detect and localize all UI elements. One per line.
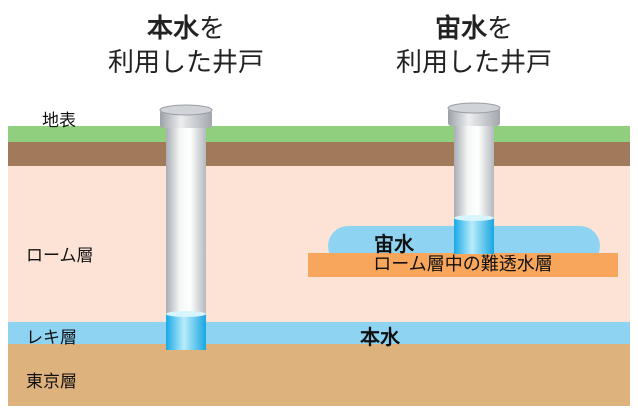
topsoil-layer	[8, 142, 630, 166]
title-line2: 利用した井戸	[107, 48, 264, 78]
well-water	[166, 314, 206, 350]
gravel-layer	[8, 322, 630, 344]
surface-label: 地表	[42, 111, 76, 131]
main-water-well	[159, 104, 213, 350]
well-water	[454, 218, 494, 254]
water-surface	[166, 311, 206, 317]
water-surface	[454, 215, 494, 221]
grass-layer	[8, 126, 630, 142]
well-cap-top	[159, 104, 213, 116]
aquitard-label: ローム層中の難透水層	[373, 254, 553, 275]
title-particle: を	[487, 14, 514, 44]
main-water-label: 本水	[360, 325, 400, 349]
title-particle: を	[199, 14, 226, 44]
title-keyword: 本水	[146, 14, 199, 44]
perched-water-well	[447, 102, 501, 254]
title-line2: 利用した井戸	[395, 48, 552, 78]
loam-label: ローム層	[26, 246, 94, 266]
well-cap-top	[447, 102, 501, 114]
gravel-label: レキ層	[26, 328, 77, 348]
title-keyword: 宙水	[434, 14, 487, 44]
perched-water-label: 宙水	[374, 232, 414, 256]
tokyo-layer	[8, 344, 630, 406]
tokyo-label: 東京層	[26, 372, 77, 392]
right-well-title: 宙水を 利用した井戸	[364, 12, 584, 80]
left-well-title: 本水を 利用した井戸	[76, 12, 296, 80]
aquitard-layer	[308, 253, 618, 277]
